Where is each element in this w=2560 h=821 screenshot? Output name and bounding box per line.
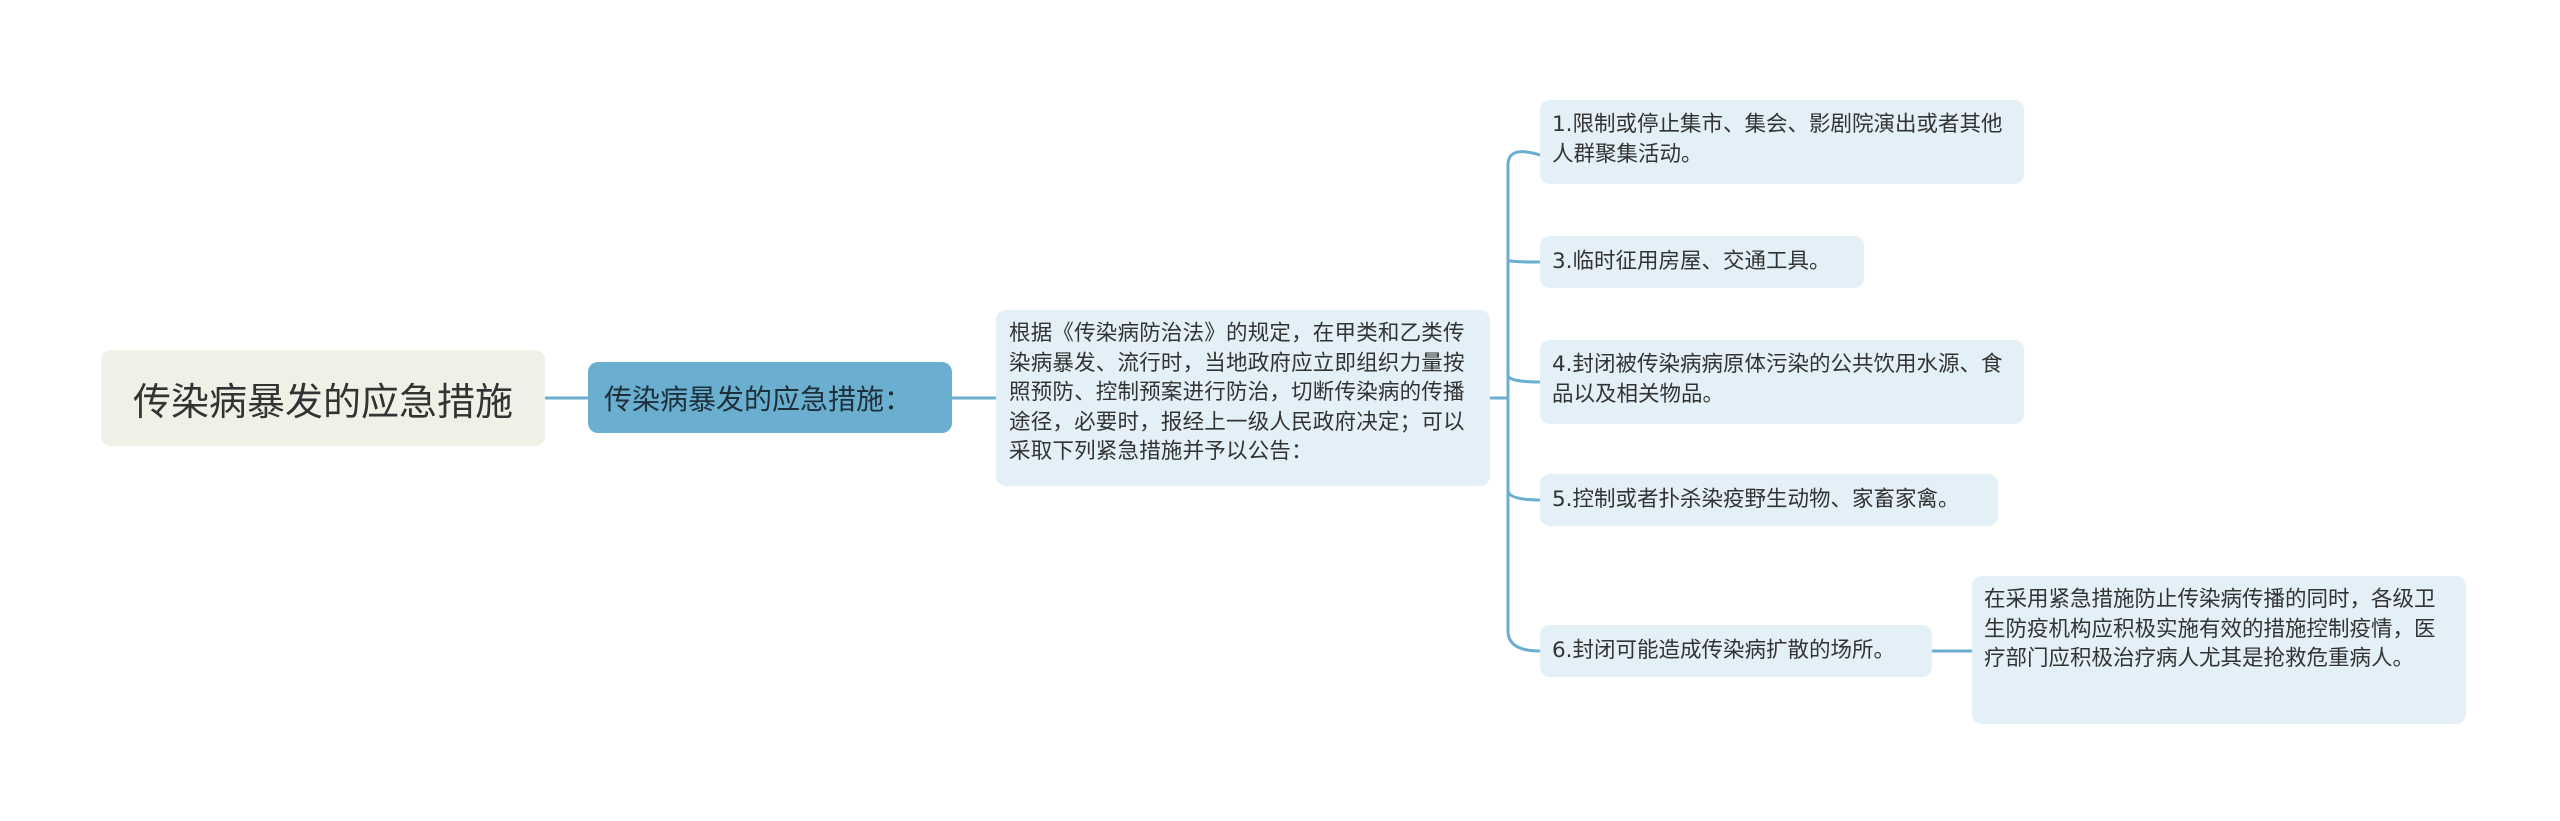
measure-label-6: 6.封闭可能造成传染病扩散的场所。: [1552, 638, 1896, 664]
branch-topic[interactable]: 传染病暴发的应急措施：: [588, 362, 952, 433]
link-measure-3: [1506, 258, 1542, 264]
measure-node-4[interactable]: 4.封闭被传染病病原体污染的公共饮用水源、食品以及相关物品。: [1540, 340, 2024, 424]
note-text: 在采用紧急措施防止传染病传播的同时，各级卫生防疫机构应积极实施有效的措施控制疫情…: [1984, 587, 2436, 671]
root-topic[interactable]: 传染病暴发的应急措施: [101, 350, 545, 446]
link-measure-1: [1506, 150, 1542, 653]
measure-label-5: 5.控制或者扑杀染疫野生动物、家畜家禽。: [1552, 487, 1960, 513]
link-measure-5: [1506, 488, 1542, 502]
measure-node-1[interactable]: 1.限制或停止集市、集会、影剧院演出或者其他人群聚集活动。: [1540, 100, 2024, 184]
description-node[interactable]: 根据《传染病防治法》的规定，在甲类和乙类传染病暴发、流行时，当地政府应立即组织力…: [996, 310, 1490, 486]
measure-node-5[interactable]: 5.控制或者扑杀染疫野生动物、家畜家禽。: [1540, 474, 1998, 526]
link-measure-4: [1506, 373, 1542, 384]
measure-label-4: 4.封闭被传染病病原体污染的公共饮用水源、食品以及相关物品。: [1552, 352, 2003, 407]
note-node[interactable]: 在采用紧急措施防止传染病传播的同时，各级卫生防疫机构应积极实施有效的措施控制疫情…: [1972, 576, 2466, 724]
measure-label-1: 1.限制或停止集市、集会、影剧院演出或者其他人群聚集活动。: [1552, 112, 2003, 167]
root-topic-label: 传染病暴发的应急措施: [132, 379, 513, 424]
measure-node-3[interactable]: 3.临时征用房屋、交通工具。: [1540, 236, 1864, 288]
measure-label-3: 3.临时征用房屋、交通工具。: [1552, 249, 1831, 275]
measure-node-6[interactable]: 6.封闭可能造成传染病扩散的场所。: [1540, 625, 1932, 677]
branch-topic-label: 传染病暴发的应急措施：: [604, 382, 913, 416]
description-text: 根据《传染病防治法》的规定，在甲类和乙类传染病暴发、流行时，当地政府应立即组织力…: [1009, 321, 1465, 464]
